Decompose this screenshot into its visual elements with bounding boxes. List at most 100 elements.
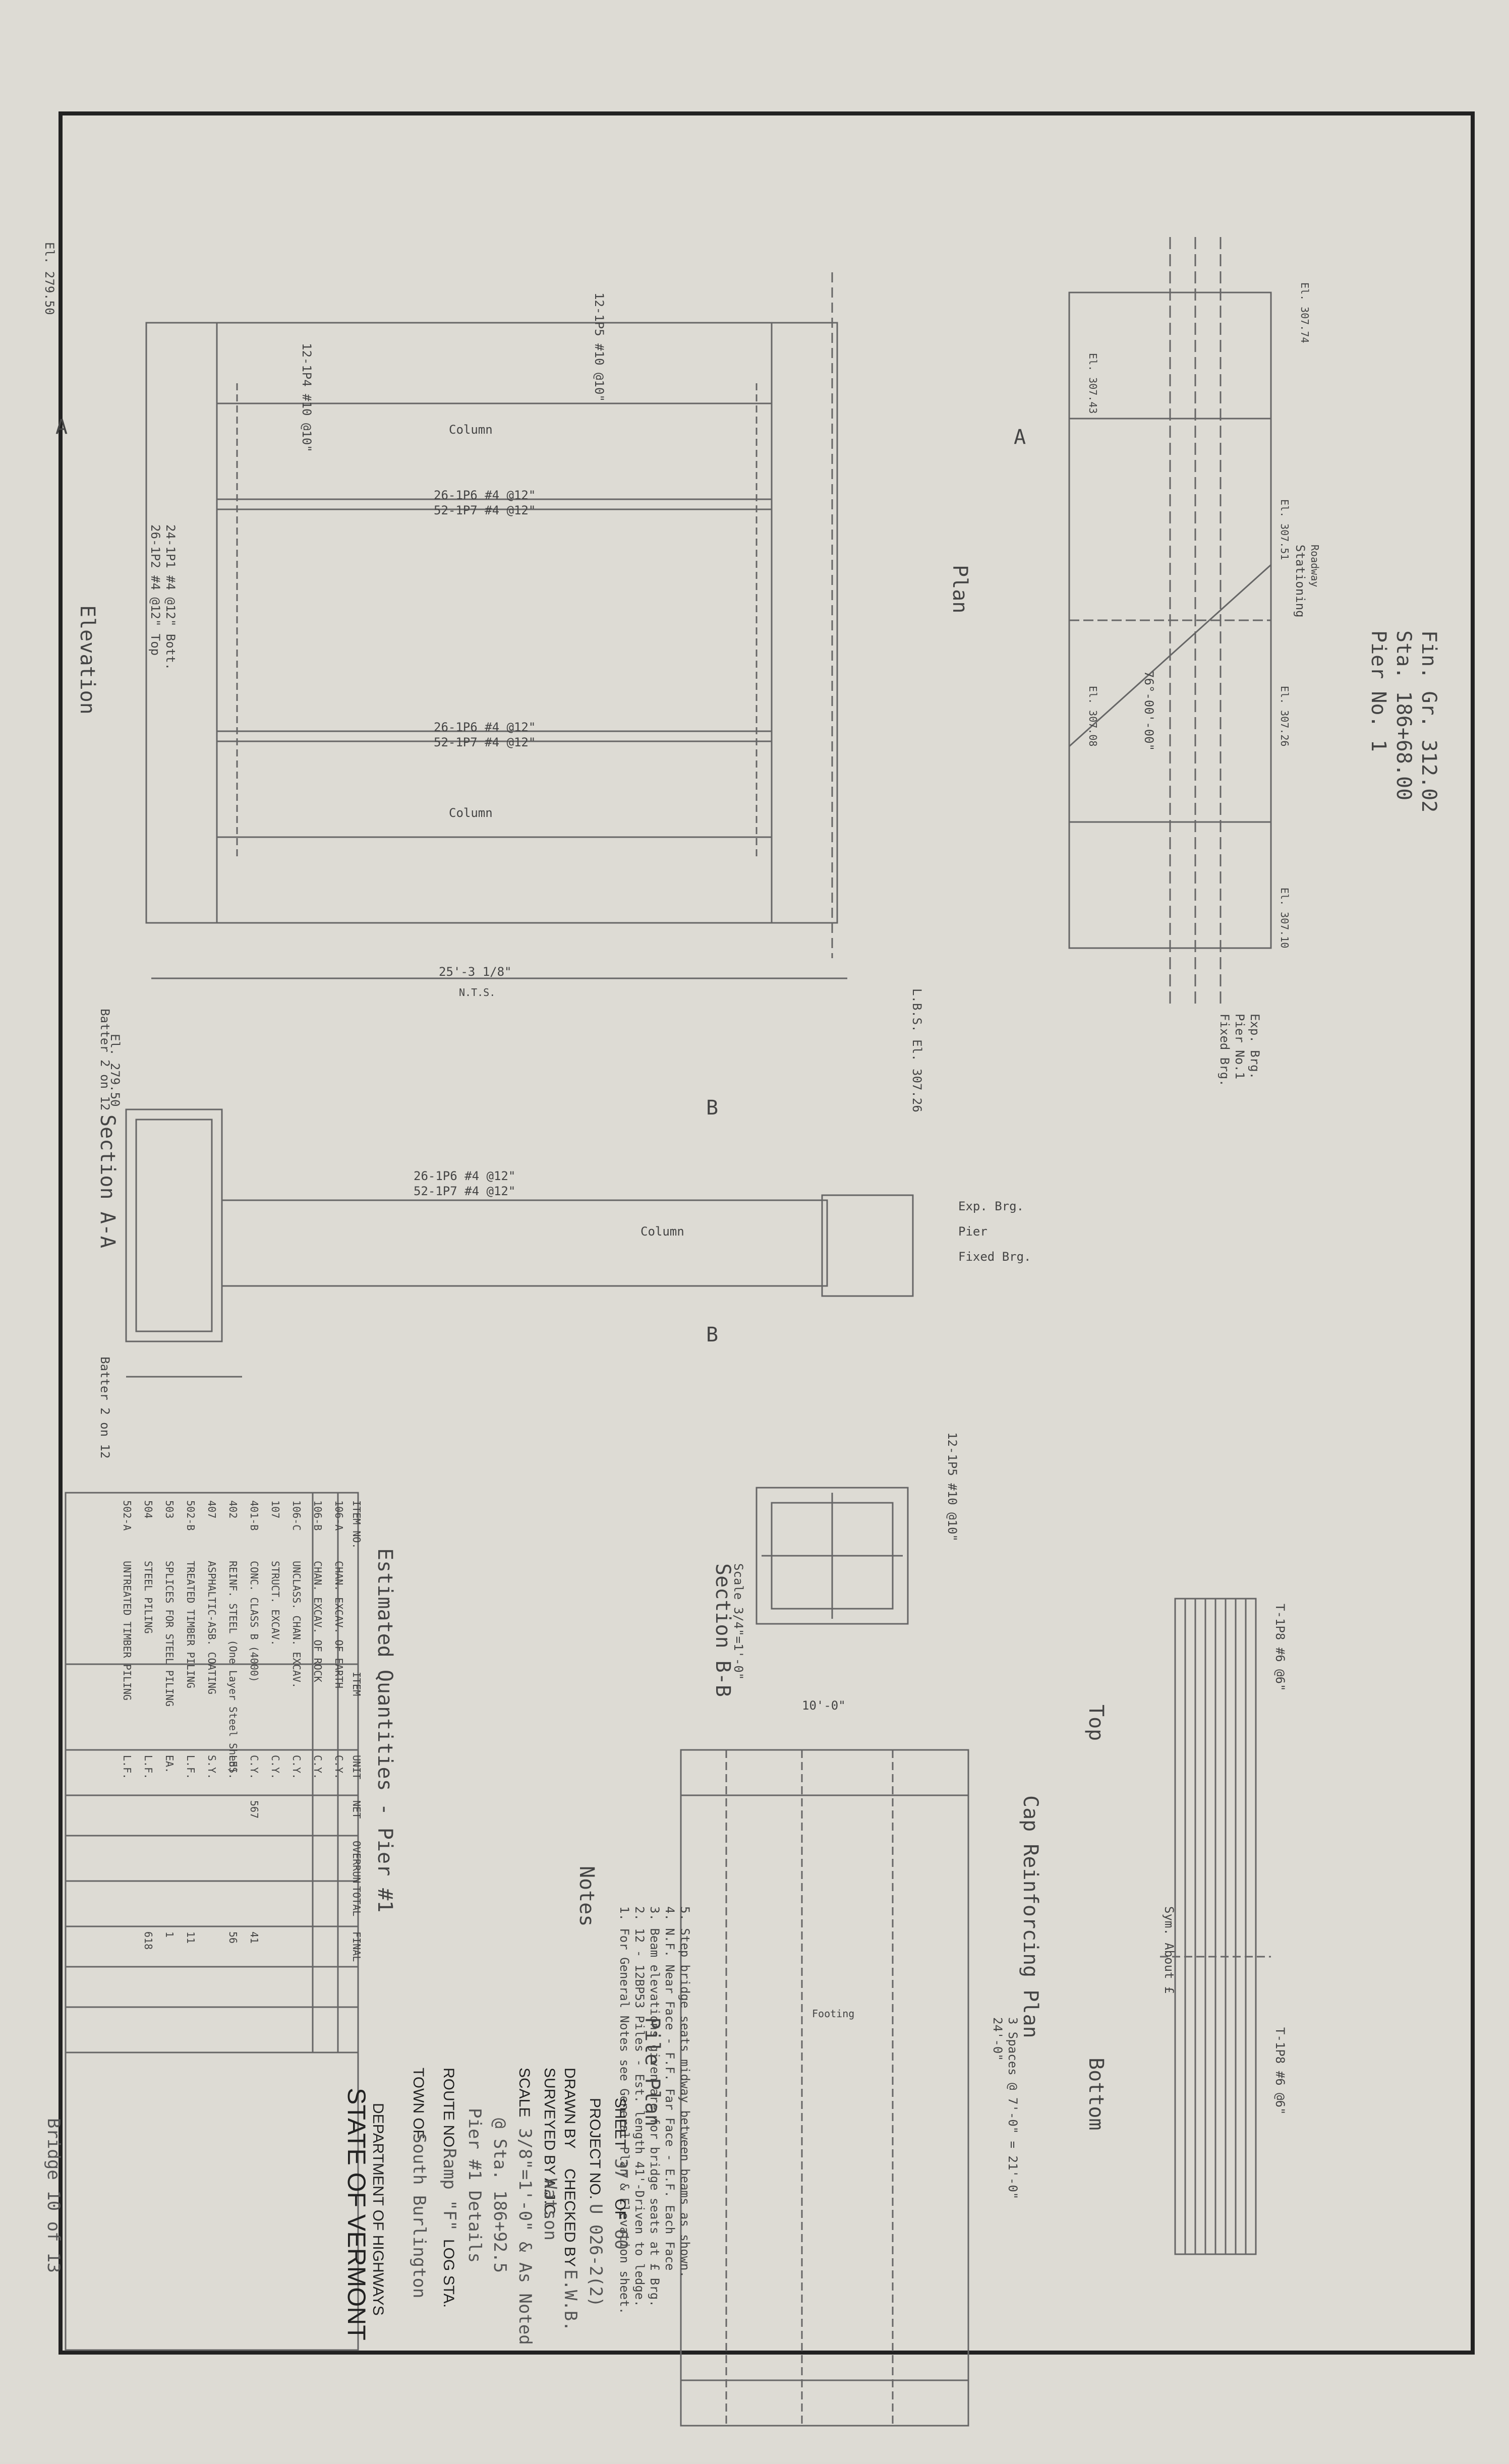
notes-heading: Notes [575,1866,598,1926]
table-cell: 401-B [248,1500,260,1531]
el-plan-c: El. 307.51 [1279,499,1291,560]
bar-note-p1: 24-1P1 #4 @12" Bott. [163,524,178,670]
table-cell: 41 [248,1931,260,1944]
table-cell: EA. [163,1755,176,1773]
table-cell: 11 [185,1931,197,1944]
table-cell: 107 [269,1500,281,1518]
section-a-marker-right: A [1014,426,1026,449]
pier-label: Pier [958,1224,988,1239]
table-cell: C.Y. [333,1755,345,1779]
table-cell: CONC. CLASS B (4000) [248,1561,260,1682]
bar-note-p4: 12-1P4 #10 @10" [300,343,314,452]
bar-note-6: 52-1P7 #4 @12" [414,1184,515,1198]
bar-note-2: 52-1P7 #4 @12" [434,503,536,517]
bar-note-1: 26-1P6 #4 @12" [434,488,536,502]
table-cell: C.Y. [269,1755,281,1779]
table-cell: CHAN. EXCAV. OF EARTH [333,1561,345,1688]
el-plan-a: El. 307.74 [1299,282,1311,343]
skew-angle: 76°-00'-00" [1142,671,1156,751]
bar-note-bb: 12-1P5 #10 @10" [945,1432,959,1542]
note-1: 1. For General Notes see General Plan & … [617,1906,631,2314]
plan-title: Plan [948,565,971,613]
table-cell: 503 [163,1500,176,1518]
section-bb-scale: Scale 3/4"=1'-0" [731,1563,745,1680]
elevation-title: Elevation [76,605,99,715]
department-name: DEPARTMENT OF HIGHWAYS [370,2103,386,2316]
section-b-marker-top: B [706,1096,718,1120]
column-label-top: Column [449,423,493,437]
table-cell: STEEL PILING [142,1561,154,1634]
drawn-name: Watson [540,2179,560,2241]
table-cell: C.Y. [312,1755,324,1779]
bottom-title: Bottom [1084,2058,1108,2131]
col-net: NET [351,1800,363,1818]
note-3: 3. Beam elevations given are for bridge … [648,1906,662,2307]
sheet-label: SHEET [612,2098,628,2148]
top-bottom-view [1160,1598,1271,2255]
table-cell: LBS. [227,1755,239,1779]
bar-note-3: 26-1P6 #4 @12" [434,720,536,734]
table-cell: TREATED TIMBER PILING [185,1561,197,1688]
table-cell: 618 [142,1931,154,1950]
col-item: ITEM [351,1672,363,1696]
el-plan-d: El. 307.08 [1087,686,1099,746]
table-cell: 106-A [333,1500,345,1531]
town-label: TOWN OF [410,2068,427,2139]
section-a-marker-left: A [55,416,68,439]
pile-plan-title: Pile Plan [641,2017,664,2127]
bar-note-4: 52-1P7 #4 @12" [434,735,536,749]
checked-by-label: CHECKED BY [561,2168,578,2267]
table-row: 106-A CHAN. EXCAV. OF EARTH C.Y. [333,1500,345,1779]
table-cell: STRUCT. EXCAV. [269,1561,281,1646]
note-5: 5. Step bridge seats midway between beam… [678,1906,692,2278]
el-plan-e: El. 307.26 [1279,686,1291,746]
drawn-by-label: DRAWN BY [561,2068,578,2149]
drawing-title-1: Pier #1 Details [465,2108,485,2263]
table-cell: CHAN. EXCAV. OF ROCK [312,1561,324,1682]
of-value: 60 [611,2229,631,2250]
fixed-brg-label: Fixed Brg. [958,1250,1031,1264]
table-cell: L.F. [142,1755,154,1779]
bar-note-p2: 26-1P2 #4 @12" Top [148,524,162,656]
pile-plan-view [680,1749,969,2427]
col-unit: UNIT [351,1755,363,1779]
roadway-label: Roadway [1309,545,1321,587]
note-2: 2. 12 - 12BP53 Piles - Est. length 41'-D… [632,1906,647,2307]
table-cell: 567 [248,1800,260,1818]
el-top: El. 279.50 [42,242,56,315]
pier-grade: Fin. Gr. 312.02 [1417,630,1440,812]
section-aa-title: Section A-A [96,1114,119,1248]
el-plan-f: El. 307.10 [1279,888,1291,948]
scale-label: SCALE [516,2068,533,2117]
stationing-label: Stationing [1293,545,1307,618]
column-label-bottom: Column [449,806,493,820]
exp-brg-label: Exp. Brg. [958,1199,1024,1213]
el-plan-b: El. 307.43 [1087,353,1099,414]
table-row: 106-B CHAN. EXCAV. OF ROCK C.Y. [312,1500,324,1779]
tp-bottom: T-1P8 #6 @6" [1273,2027,1287,2115]
footing-label: Footing [812,2008,854,2020]
scale-value: 3/8"=1'-0" & As Noted [515,2128,535,2345]
cap-width-dim: 10'-0" [802,1698,846,1713]
table-cell: SPLICES FOR STEEL PILING [163,1561,176,1707]
table-cell: 106-B [312,1500,324,1531]
pier-station: Sta. 186+68.00 [1392,630,1415,800]
pier-name: Pier No. 1 [1367,630,1390,752]
project-value: U 026-2(2) [586,2204,606,2307]
table-cell: 407 [206,1500,218,1518]
checked-name: E.W.B. [560,2269,581,2331]
quantities-table-grid [65,1492,359,2054]
state-name: STATE OF VERMONT [342,2088,371,2340]
note-4: 4. N.F. Near Face - F.F. Far Face - E.F.… [663,1906,677,2270]
column-label-section: Column [641,1224,684,1239]
table-cell: 502-A [121,1500,133,1531]
table-cell: 502-B [185,1500,197,1531]
